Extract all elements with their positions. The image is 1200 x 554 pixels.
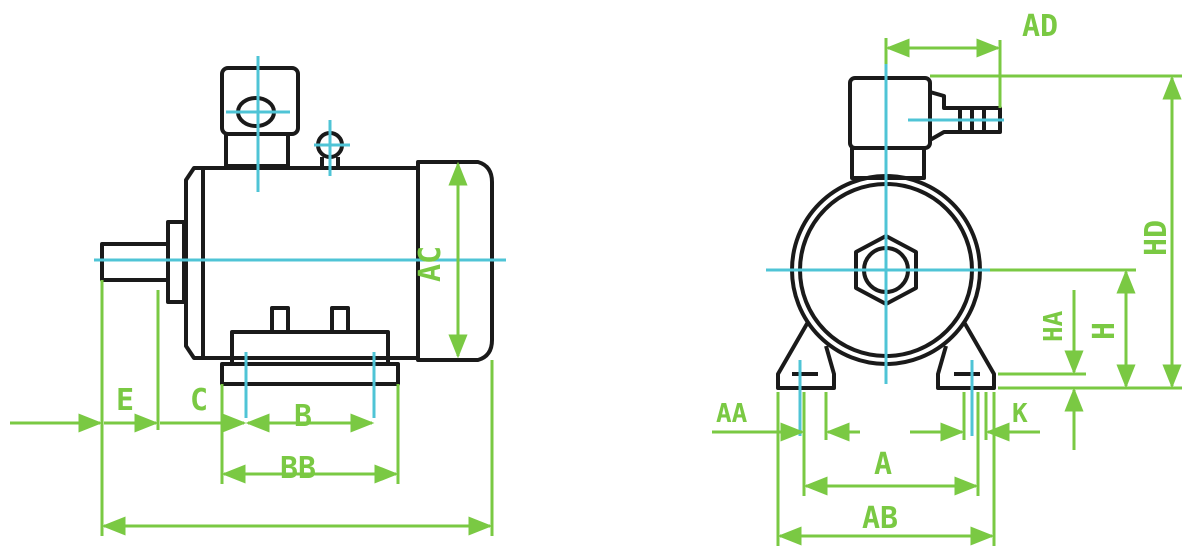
front-view-labels: AD HD HA H AA K A AB: [716, 9, 1174, 536]
motor-body: [184, 166, 420, 360]
side-foot-base: [220, 362, 400, 386]
label-a: A: [874, 447, 892, 482]
cable-gland: [929, 90, 1002, 142]
label-k: K: [1012, 399, 1028, 429]
side-foot-rib-1: [270, 306, 290, 334]
front-foot-left: [776, 321, 836, 390]
front-terminal-neck: [850, 146, 926, 180]
label-ab: AB: [862, 501, 898, 536]
label-bb: BB: [280, 451, 316, 486]
label-h: H: [1087, 322, 1122, 340]
label-ha: HA: [1039, 310, 1069, 342]
fan-cover: [416, 160, 494, 362]
flange: [166, 220, 186, 304]
label-c: C: [190, 383, 208, 418]
side-view-centerlines: [94, 56, 506, 418]
label-aa: AA: [716, 399, 748, 429]
side-foot-rib-2: [330, 306, 350, 334]
label-e: E: [116, 383, 134, 418]
front-view-dimensions: [712, 38, 1182, 546]
front-view-outline: [776, 76, 1002, 390]
front-view: AD HD HA H AA K A AB: [712, 9, 1182, 546]
shaft: [100, 242, 170, 282]
side-view: E C B BB AC: [10, 56, 506, 536]
side-foot-block: [230, 330, 390, 366]
side-view-outline: [100, 66, 494, 386]
label-ad: AD: [1022, 9, 1058, 44]
front-foot-right: [936, 321, 996, 390]
side-view-labels: E C B BB AC: [116, 246, 448, 486]
label-hd: HD: [1139, 220, 1174, 256]
label-b: B: [294, 399, 312, 434]
side-view-dimensions: [10, 161, 494, 536]
label-ac: AC: [413, 246, 448, 282]
front-terminal-box: [848, 76, 932, 150]
